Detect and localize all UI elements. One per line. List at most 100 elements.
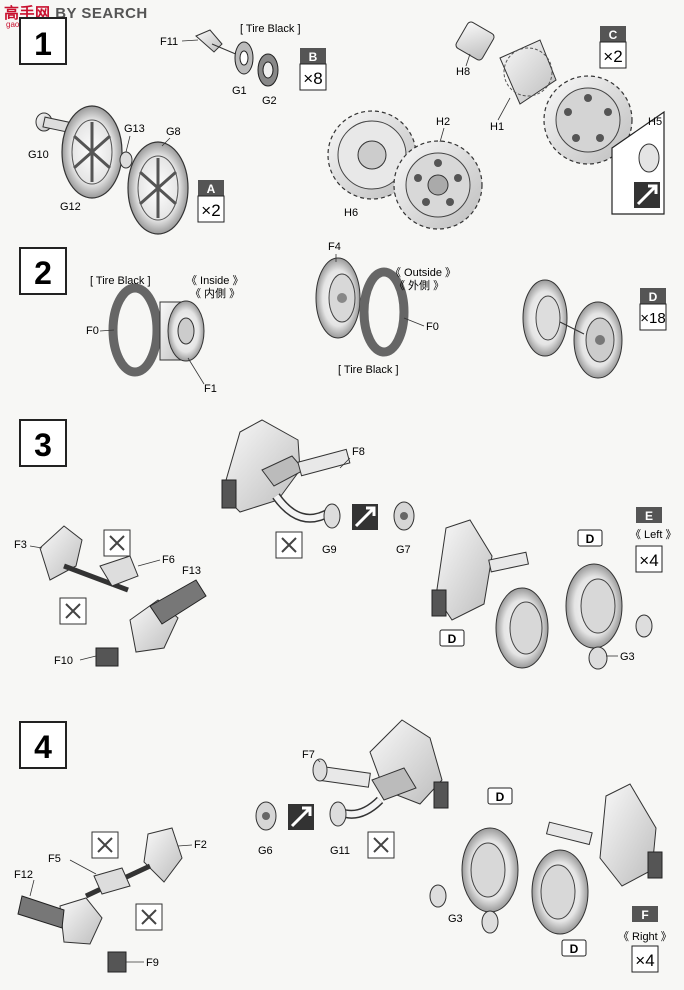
part-label-f3: F3 (14, 539, 27, 551)
step2-outer-wheel (315, 257, 361, 339)
part-g10-axle (35, 112, 79, 135)
step4-top-arm-assembly (312, 719, 449, 827)
part-label-f7: F7 (302, 749, 315, 761)
part-label-f0-b: F0 (426, 321, 439, 333)
step-3-box: 3 (19, 419, 67, 467)
cement-icon-step4-c (135, 903, 163, 931)
label-tire-black: [ Tire Black ] (240, 23, 301, 35)
svg-text:×4: ×4 (635, 951, 654, 970)
step-1-number: 1 (34, 26, 52, 62)
part-label-h8: H8 (456, 66, 470, 78)
part-h1-hub (499, 39, 557, 105)
label-inside-cn: 《 内側 》 (190, 286, 240, 300)
step2-assembled-wheel-pair (522, 279, 623, 379)
svg-text:D: D (586, 532, 595, 546)
qty-box-b: B ×8 (299, 48, 327, 91)
svg-text:×2: ×2 (201, 201, 220, 220)
part-label-f9: F9 (146, 957, 159, 969)
step3-top-arm-assembly (221, 419, 351, 529)
svg-text:A: A (207, 182, 216, 196)
part-label-f4: F4 (328, 241, 341, 253)
part-h6-sprocket (327, 110, 417, 200)
part-label-f13: F13 (182, 565, 201, 577)
part-label-g8: G8 (166, 126, 181, 138)
qty-box-e: E ×4 (635, 507, 663, 573)
label-outside-cn: 《 外側 》 (394, 279, 444, 292)
step2-inner-tire (108, 283, 162, 377)
part-g2-wheel (257, 53, 279, 87)
part-label-f2: F2 (194, 839, 207, 851)
part-label-g11: G11 (330, 845, 350, 857)
label-inside-en: 《 Inside 》 (186, 274, 243, 287)
part-label-h6: H6 (344, 207, 358, 219)
d-tag-step3-a: D (577, 529, 603, 547)
label-tire-black-1: [ Tire Black ] (90, 275, 151, 287)
part-label-g12: G12 (60, 201, 81, 213)
svg-text:D: D (649, 290, 658, 304)
part-sprocket-c (543, 75, 633, 165)
cement-icon-step4-b (91, 831, 119, 859)
step-1-box: 1 (19, 17, 67, 65)
part-h8-cylinder (455, 21, 495, 61)
part-g8-wheel-half (127, 141, 189, 235)
step3-left-arm-assembly (39, 525, 207, 667)
svg-text:×2: ×2 (603, 47, 622, 66)
qty-box-d: D ×18 (639, 288, 667, 331)
step2-outer-tire (359, 267, 409, 357)
part-label-f6: F6 (162, 554, 175, 566)
step2-inner-wheel (159, 300, 205, 362)
cement-icon-step4-a (367, 831, 395, 859)
part-label-f8: F8 (352, 446, 365, 458)
label-outside-en: 《 Outside 》 (390, 266, 456, 279)
label-tire-black-2: [ Tire Black ] (338, 364, 399, 376)
part-label-g9: G9 (322, 544, 337, 556)
part-label-g3-step3: G3 (620, 651, 635, 663)
step-2-number: 2 (34, 255, 52, 291)
svg-text:D: D (570, 942, 579, 956)
step3-final-assembly (431, 519, 653, 670)
h5-inset-panel (611, 110, 665, 215)
part-label-f1: F1 (204, 383, 217, 395)
step-4-box: 4 (19, 721, 67, 769)
part-label-f10: F10 (54, 655, 73, 667)
svg-text:×4: ×4 (639, 551, 658, 570)
part-g13-spacer (119, 151, 133, 169)
part-g6-cap (255, 801, 277, 831)
step-3-number: 3 (34, 427, 52, 463)
direction-icon-step3 (352, 504, 378, 530)
svg-text:F: F (641, 908, 648, 922)
part-label-g6: G6 (258, 845, 273, 857)
part-label-f12: F12 (14, 869, 33, 881)
part-label-g2: G2 (262, 95, 277, 107)
part-label-g7: G7 (396, 544, 411, 556)
watermark: 高手网 BY SEARCH (4, 2, 148, 23)
qty-box-c: C ×2 (599, 26, 627, 69)
cement-icon-step3-a (275, 531, 303, 559)
part-g7-cap (393, 501, 415, 531)
watermark-search: BY SEARCH (55, 5, 148, 22)
d-tag-step4-b: D (561, 939, 587, 957)
svg-text:E: E (645, 509, 653, 523)
step4-left-arm-assembly (17, 827, 183, 973)
part-f11-bracket (195, 29, 223, 53)
svg-text:D: D (448, 632, 457, 646)
part-label-h5: H5 (648, 116, 662, 128)
part-h2-sprocket (393, 140, 483, 230)
direction-icon-step4 (288, 804, 314, 830)
d-tag-step3-b: D (439, 629, 465, 647)
part-label-g3-step4: G3 (448, 913, 463, 925)
d-tag-step4-a: D (487, 787, 513, 805)
label-left: 《 Left 》 (630, 528, 676, 541)
part-g1-ring (234, 41, 254, 75)
svg-text:B: B (309, 50, 318, 64)
part-label-f0-a: F0 (86, 325, 99, 337)
part-label-h1: H1 (490, 121, 504, 133)
part-label-f11: F11 (160, 36, 178, 48)
step-2-box: 2 (19, 247, 67, 295)
cement-icon-step3-b (103, 529, 131, 557)
part-label-f5: F5 (48, 853, 61, 865)
svg-text:C: C (609, 28, 618, 42)
part-label-g13: G13 (124, 123, 145, 135)
part-label-g10: G10 (28, 149, 49, 161)
part-label-h2: H2 (436, 116, 450, 128)
